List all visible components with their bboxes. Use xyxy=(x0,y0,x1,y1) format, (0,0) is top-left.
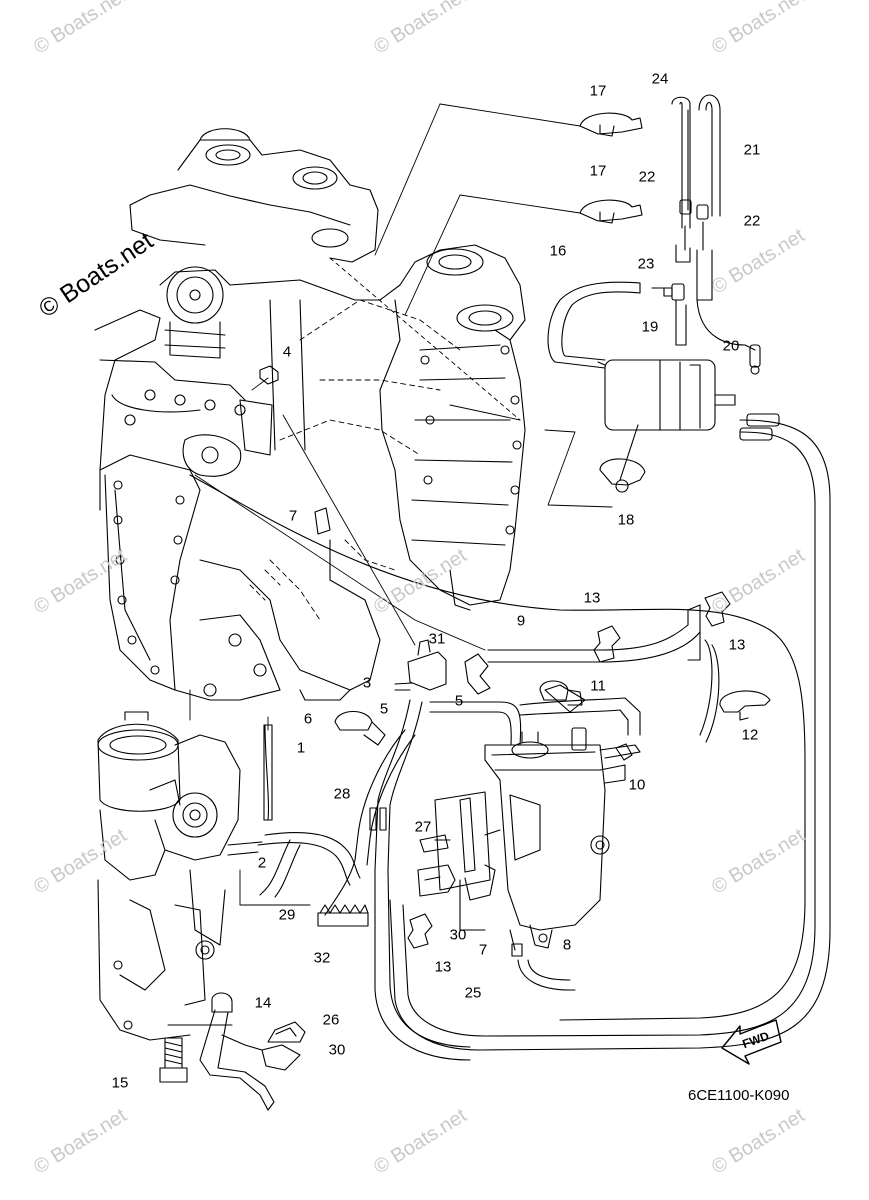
callout-32[interactable]: 32 xyxy=(313,949,331,967)
callout-21[interactable]: 21 xyxy=(743,141,761,159)
callout-20[interactable]: 20 xyxy=(722,337,740,355)
callout-10[interactable]: 10 xyxy=(628,776,646,794)
callout-5[interactable]: 5 xyxy=(379,700,389,718)
callout-5[interactable]: 5 xyxy=(454,692,464,710)
callout-26[interactable]: 26 xyxy=(322,1011,340,1029)
canister-and-hose-16 xyxy=(547,281,736,493)
callout-9[interactable]: 9 xyxy=(516,612,526,630)
callout-2[interactable]: 2 xyxy=(257,854,267,872)
vapor-separator xyxy=(434,684,641,951)
callout-18[interactable]: 18 xyxy=(617,511,635,529)
hose-24-loop xyxy=(671,94,761,375)
callout-28[interactable]: 28 xyxy=(333,785,351,803)
callout-15[interactable]: 15 xyxy=(111,1074,129,1092)
callout-13[interactable]: 13 xyxy=(434,958,452,976)
callout-14[interactable]: 14 xyxy=(254,994,272,1012)
callout-6[interactable]: 6 xyxy=(303,710,313,728)
callout-7[interactable]: 7 xyxy=(288,507,298,525)
diagram-code: 6CE1100-K090 xyxy=(688,1087,790,1104)
callout-3[interactable]: 3 xyxy=(362,674,372,692)
hoses-2-29 xyxy=(227,832,369,927)
cylinder-block-drawing xyxy=(94,128,526,701)
callout-16[interactable]: 16 xyxy=(549,242,567,260)
hose-9 xyxy=(487,604,720,743)
callout-24[interactable]: 24 xyxy=(651,70,669,88)
callout-31[interactable]: 31 xyxy=(428,630,446,648)
callout-8[interactable]: 8 xyxy=(562,936,572,954)
bracket-14 xyxy=(159,992,306,1111)
callout-13[interactable]: 13 xyxy=(728,636,746,654)
callout-30[interactable]: 30 xyxy=(449,926,467,944)
callout-12[interactable]: 12 xyxy=(741,726,759,744)
callout-1[interactable]: 1 xyxy=(296,739,306,757)
callout-22[interactable]: 22 xyxy=(743,212,761,230)
small-fittings xyxy=(259,112,771,991)
callout-29[interactable]: 29 xyxy=(278,906,296,924)
callout-11[interactable]: 11 xyxy=(590,677,606,695)
callout-17[interactable]: 17 xyxy=(589,82,607,100)
fwd-arrow-shape xyxy=(721,1019,782,1065)
callout-7[interactable]: 7 xyxy=(478,941,488,959)
callout-17[interactable]: 17 xyxy=(589,162,607,180)
outer-return-hoses xyxy=(189,413,831,1051)
leader-lines xyxy=(167,103,613,1026)
callout-4[interactable]: 4 xyxy=(282,343,292,361)
throttle-body-drawing xyxy=(97,711,273,1041)
callout-30[interactable]: 30 xyxy=(328,1041,346,1059)
callout-25[interactable]: 25 xyxy=(464,984,482,1002)
callout-23[interactable]: 23 xyxy=(637,255,655,273)
fuel-hoses-5-25-26 xyxy=(324,699,522,1061)
callout-27[interactable]: 27 xyxy=(414,818,432,836)
callout-13[interactable]: 13 xyxy=(583,589,601,607)
callout-19[interactable]: 19 xyxy=(641,318,659,336)
callout-22[interactable]: 22 xyxy=(638,168,656,186)
